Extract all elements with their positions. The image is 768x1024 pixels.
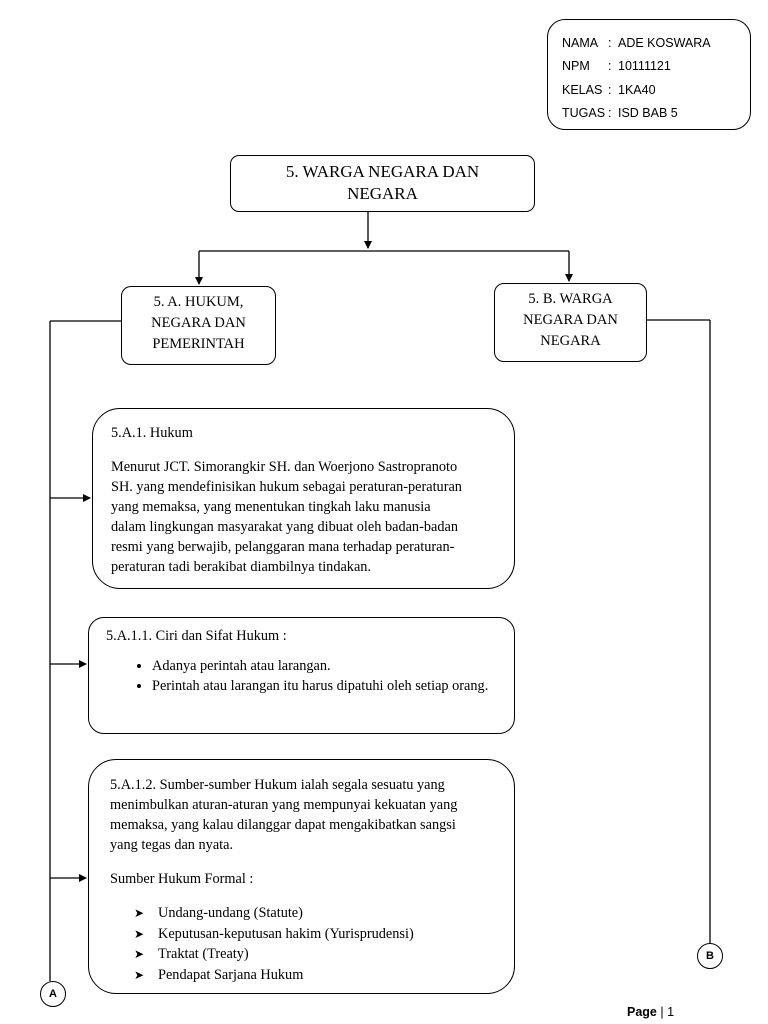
hukum-line: peraturan tadi berakibat diambilnya tind… xyxy=(111,559,372,575)
list-item-label: Undang-undang (Statute) xyxy=(158,905,303,921)
sumber-line: yang tegas dan nyata. xyxy=(110,837,234,853)
identity-value: 1KA40 xyxy=(618,82,656,97)
list-item: ➤ Pendapat Sarjana Hukum xyxy=(134,965,500,986)
sumber-formal-heading: Sumber Hukum Formal : xyxy=(110,871,254,887)
list-item: ➤ Keputusan-keputusan hakim (Yurisprudens… xyxy=(134,924,500,945)
hukum-line: yang memaksa, yang menentukan tingkah la… xyxy=(111,499,431,515)
ciri-list: Adanya perintah atau larangan. Perintah … xyxy=(106,656,500,696)
identity-key: NAMA xyxy=(562,35,599,50)
identity-row-npm: NPM : 10111121 xyxy=(562,55,750,79)
sumber-list: ➤ Undang-undang (Statute) ➤ Keputusan-kepu… xyxy=(110,903,500,985)
branch-a-line-2: NEGARA DAN xyxy=(151,315,246,331)
branch-b-line-1: 5. B. WARGA xyxy=(528,291,613,307)
hukum-heading: 5.A.1. Hukum xyxy=(111,425,193,441)
hukum-line: resmi yang berwajib, pelanggaran mana te… xyxy=(111,539,455,555)
identity-row-tugas: TUGAS : ISD BAB 5 xyxy=(562,102,750,126)
page-label: Page xyxy=(627,1005,657,1019)
ciri-node: 5.A.1.1. Ciri dan Sifat Hukum : Adanya p… xyxy=(88,617,515,734)
sumber-line: 5.A.1.2. Sumber-sumber Hukum ialah segal… xyxy=(110,777,445,793)
sumber-line: menimbulkan aturan-aturan yang mempunyai… xyxy=(110,797,458,813)
hukum-line: Menurut JCT. Simorangkir SH. dan Woerjon… xyxy=(111,459,458,475)
list-item-label: Traktat (Treaty) xyxy=(158,946,249,962)
list-item: Adanya perintah atau larangan. xyxy=(152,656,500,676)
identity-separator: : xyxy=(608,59,612,74)
list-item-label: Pendapat Sarjana Hukum xyxy=(158,966,304,983)
branch-a-line-3: PEMERINTAH xyxy=(152,336,245,352)
arrowhead-bullet-icon: ➤ xyxy=(134,947,145,961)
connector-circle-a: A xyxy=(40,981,66,1007)
list-item: Perintah atau larangan itu harus dipatuh… xyxy=(152,676,500,696)
identity-separator: : xyxy=(608,35,612,50)
connector-circle-b: B xyxy=(697,943,723,969)
identity-row-kelas: KELAS : 1KA40 xyxy=(562,78,750,102)
identity-separator: : xyxy=(608,82,612,97)
page-number: 1 xyxy=(667,1005,675,1019)
identity-separator: : xyxy=(608,106,612,121)
list-item: ➤ Undang-undang (Statute) xyxy=(134,903,500,924)
sumber-line: memaksa, yang kalau dilanggar dapat meng… xyxy=(110,817,456,833)
branch-b-node: 5. B. WARGA NEGARA DAN NEGARA xyxy=(494,283,647,362)
hukum-line: dalam lingkungan masyarakat yang dibuat … xyxy=(111,519,458,535)
identity-value: 10111121 xyxy=(618,59,671,74)
title-node: 5. WARGA NEGARA DAN NEGARA xyxy=(230,155,535,212)
branch-b-line-2: NEGARA DAN xyxy=(523,312,618,328)
ciri-heading: 5.A.1.1. Ciri dan Sifat Hukum : xyxy=(106,628,287,644)
page-footer: Page | 1 xyxy=(627,1005,674,1019)
arrowhead-bullet-icon: ➤ xyxy=(134,926,145,941)
title-line-1: 5. WARGA NEGARA DAN xyxy=(285,162,480,181)
branch-a-node: 5. A. HUKUM, NEGARA DAN PEMERINTAH xyxy=(121,286,276,365)
hukum-node: 5.A.1. Hukum Menurut JCT. Simorangkir SH… xyxy=(92,408,515,589)
arrowhead-bullet-icon: ➤ xyxy=(134,906,145,920)
list-item-label: Keputusan-keputusan hakim (Yurisprudensi… xyxy=(158,925,414,942)
identity-box: NAMA : ADE KOSWARA NPM : 10111121 KELAS … xyxy=(547,19,751,130)
branch-b-line-3: NEGARA xyxy=(540,333,601,349)
sumber-node: 5.A.1.2. Sumber-sumber Hukum ialah segal… xyxy=(88,759,515,994)
page-separator: | xyxy=(660,1005,664,1019)
hukum-line: SH. yang mendefinisikan hukum sebagai pe… xyxy=(111,479,462,495)
list-item: ➤ Traktat (Treaty) xyxy=(134,944,500,965)
identity-key: TUGAS xyxy=(562,106,606,121)
branch-a-line-1: 5. A. HUKUM, xyxy=(153,294,244,310)
identity-row-nama: NAMA : ADE KOSWARA xyxy=(562,31,750,55)
identity-key: NPM xyxy=(562,59,590,74)
identity-key: KELAS xyxy=(562,82,603,97)
title-line-2: NEGARA xyxy=(347,184,418,203)
identity-value: ADE KOSWARA xyxy=(618,35,711,50)
identity-value: ISD BAB 5 xyxy=(618,106,678,121)
arrowhead-bullet-icon: ➤ xyxy=(134,967,145,982)
